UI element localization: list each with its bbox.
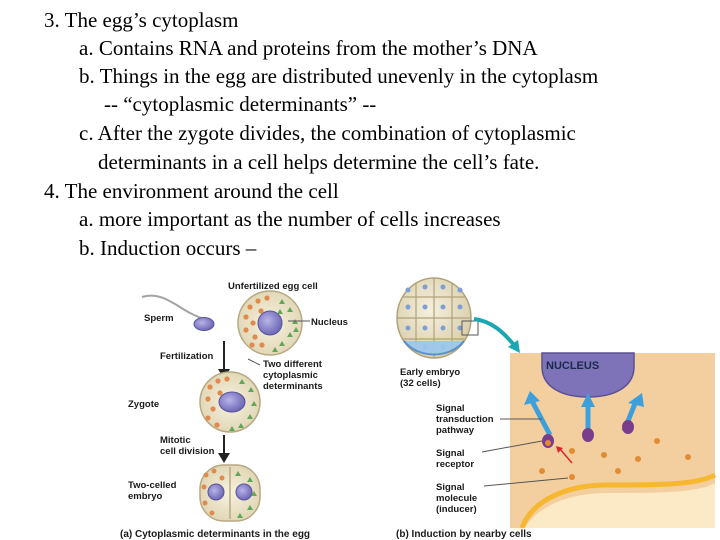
- signal-receptors: [542, 420, 634, 448]
- label-two-celled: Two-celled: [128, 480, 177, 491]
- point-3c-cont: determinants in a cell helps determine t…: [98, 150, 540, 174]
- induction-figure: Early embryo (32 cells) NUCLEUS: [396, 277, 717, 540]
- point-3b: b. Things in the egg are distributed une…: [79, 64, 599, 88]
- label-nucleus: Nucleus: [311, 317, 348, 328]
- caption-a: (a) Cytoplasmic determinants in the egg: [120, 529, 310, 540]
- svg-text:(32 cells): (32 cells): [400, 378, 441, 389]
- signal-molecules: [539, 438, 691, 480]
- cytoplasmic-determinants-figure: Unfertilized egg cell Sperm Nucleus Fert…: [120, 281, 348, 540]
- heading-egg-cytoplasm: 3. The egg’s cytoplasm: [44, 8, 239, 32]
- orange-determinants: [243, 295, 270, 348]
- point-3b-cont: -- “cytoplasmic determinants” --: [104, 92, 377, 116]
- heading-environment: 4. The environment around the cell: [44, 179, 339, 203]
- label-sperm: Sperm: [144, 313, 174, 324]
- early-embryo: [396, 277, 472, 359]
- label-fertilization: Fertilization: [160, 351, 214, 362]
- svg-text:receptor: receptor: [436, 459, 474, 470]
- zoom-arrow: [473, 317, 516, 347]
- svg-text:(inducer): (inducer): [436, 504, 477, 515]
- label-zygote: Zygote: [128, 399, 159, 410]
- label-early-embryo: Early embryo: [400, 367, 460, 378]
- svg-text:molecule: molecule: [436, 493, 477, 504]
- label-signal-receptor: Signal: [436, 448, 465, 459]
- caption-b: (b) Induction by nearby cells: [396, 529, 532, 540]
- svg-text:determinants: determinants: [263, 381, 323, 392]
- svg-text:cytoplasmic: cytoplasmic: [263, 370, 318, 381]
- label-signal-molecule: Signal: [436, 482, 465, 493]
- svg-text:cell division: cell division: [160, 446, 215, 457]
- two-celled-embryo: [199, 464, 261, 522]
- label-two-different: Two different: [263, 359, 323, 370]
- label-mitotic: Mitotic: [160, 435, 191, 446]
- unfertilized-egg: [237, 290, 303, 356]
- svg-text:transduction: transduction: [436, 414, 494, 425]
- point-3c: c. After the zygote divides, the combina…: [79, 121, 576, 145]
- cell-membrane: [519, 472, 717, 529]
- zygote-cell: [199, 371, 261, 433]
- label-nucleus-b: NUCLEUS: [546, 360, 599, 372]
- point-3a: a. Contains RNA and proteins from the mo…: [79, 36, 538, 60]
- label-signal-transduction: Signal: [436, 403, 465, 414]
- sperm-icon: [193, 317, 215, 331]
- induction-zoom-panel: NUCLEUS: [510, 352, 717, 533]
- point-4a: a. more important as the number of cells…: [79, 207, 501, 231]
- label-unfertilized: Unfertilized egg cell: [228, 281, 318, 292]
- svg-text:pathway: pathway: [436, 425, 475, 436]
- svg-text:embryo: embryo: [128, 491, 163, 502]
- point-4b: b. Induction occurs –: [79, 236, 257, 260]
